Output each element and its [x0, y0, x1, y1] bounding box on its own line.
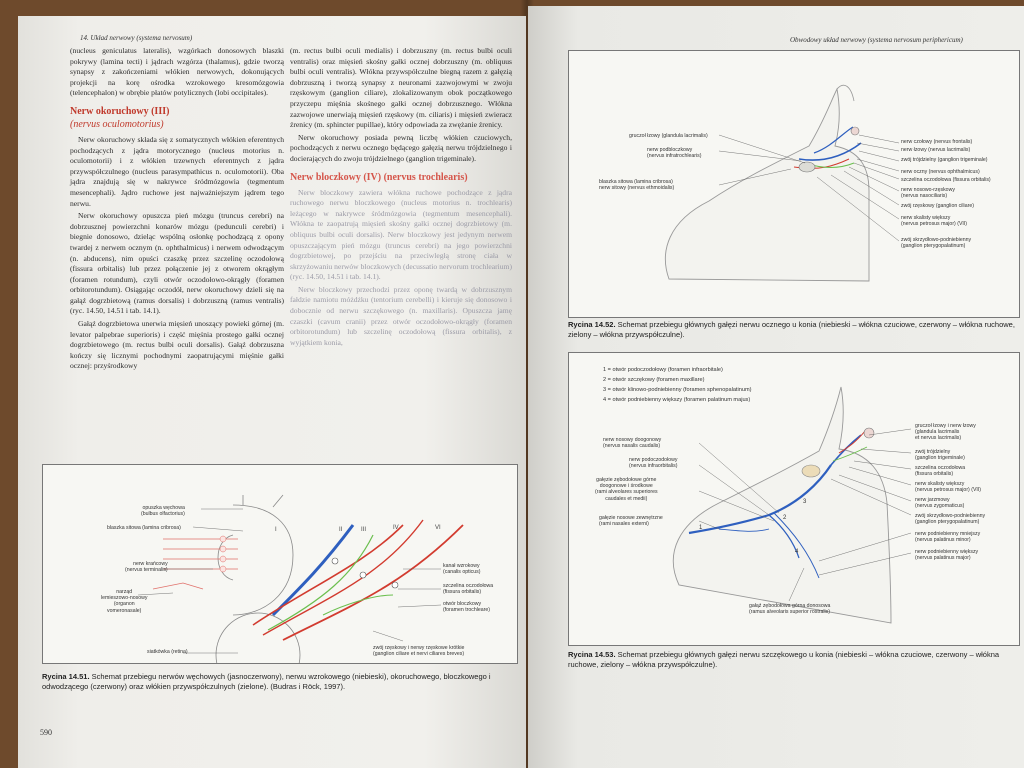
- label-orbital-fissure: szczelina oczodołowa (fissura orbitalis): [443, 583, 494, 596]
- label-zygomatic-nerve: nerw jarzmowy (nervus zygomaticus): [915, 497, 965, 510]
- legend-item: 1 = otwór podoczodołowy (foramen infraor…: [603, 367, 723, 373]
- label-external-nasal-branches: gałęzie nosowe zewnętrzne (rami nasales …: [599, 515, 663, 528]
- figure-14-51: I II III IV VI opuszka węchowa (bulbus o…: [42, 464, 518, 664]
- figure-14-53-drawing: 1 2 3 4: [672, 386, 912, 624]
- ophthalmic-nerve: [798, 142, 862, 161]
- label-cribriform-plate: blaszka sitowa (lamina cribrosa): [107, 525, 181, 531]
- label-greater-petrosal-nerve: nerw skalisty większy (nervus petrosus m…: [915, 481, 982, 494]
- horse-head-outline: [665, 87, 870, 282]
- figure-14-52-drawing: [665, 84, 900, 282]
- paragraph: Gałąź dogrzbietowa unerwia mięsień unosz…: [70, 319, 284, 371]
- label-lacrimal-gland-nerve: gruczoł łzowy i nerw łzowy (glandula lac…: [915, 423, 976, 442]
- label-trochlear-foramen: otwór bloczkowy (foramen trochleare): [443, 601, 490, 614]
- label-nasociliary-nerve: nerw nosowo-rzęskowy (nervus nasociliari…: [901, 187, 955, 200]
- caption-text: Schemat przebiegu głównych gałęzi nerwu …: [568, 650, 1000, 669]
- roman-label: III: [361, 527, 367, 533]
- figure-14-51-drawing: [137, 494, 464, 663]
- page-number: 590: [40, 728, 52, 737]
- label-optic-canal: kanał wzrokowy (canalis opticus): [443, 563, 481, 576]
- paragraph: Nerw okoruchowy posiada pewną liczbę włó…: [290, 132, 512, 163]
- label-ciliary-ganglion: zwój rzęskowy i nerwy rzęskowe krótkie (…: [373, 645, 465, 658]
- caption-14-52: Rycina 14.52. Schemat przebiegu głównych…: [568, 320, 1020, 340]
- foramen-number: 4: [795, 549, 799, 555]
- label-trigeminal-ganglion: zwój trójdzielny (ganglion trigeminale): [901, 157, 988, 163]
- label-ethmoidal-nerve: blaszka sitowa (lamina cribrosa) nerw si…: [599, 179, 675, 192]
- roman-label: IV: [393, 525, 399, 531]
- label-lacrimal-nerve: nerw łzowy (nervus lacrimalis): [901, 147, 971, 153]
- label-ophthalmic-nerve: nerw oczny (nervus ophthalmicus): [901, 169, 980, 175]
- paragraph: Nerw bloczkowy zawiera włókna ruchowe po…: [290, 187, 512, 282]
- label-ciliary-ganglion: zwój rzęskowy (ganglion ciliare): [901, 203, 974, 209]
- label-trigeminal-ganglion: zwój trójdzielny (ganglion trigeminale): [915, 449, 965, 462]
- label-greater-palatine-nerve: nerw podniebienny większy (nervus palati…: [915, 549, 979, 562]
- label-pterygopalatine-ganglion: zwój skrzydłowo-podniebienny (ganglion p…: [915, 513, 986, 526]
- label-olfactory-bulb: opuszka węchowa (bulbus olfactorius): [141, 505, 185, 518]
- label-frontal-nerve: nerw czołowy (nervus frontalis): [901, 139, 973, 145]
- label-caudal-nasal-nerve: nerw nosowy doogonowy (nervus nasalis ca…: [603, 437, 662, 450]
- left-page: 14. Układ nerwowy (systema nervosum) (nu…: [18, 16, 526, 768]
- right-page: Obwodowy układ nerwowy (systema nervosum…: [528, 6, 1024, 768]
- roman-label: II: [339, 527, 343, 533]
- figure-14-53: 1 2 3 4 1 = otwór podoczodołowy (foramen…: [568, 352, 1020, 646]
- label-caudal-middle-alveolar-branches: gałęzie zębodołowe górne doogonowe i śro…: [595, 477, 658, 502]
- left-column-2: (m. rectus bulbi oculi medialis) i dobrz…: [290, 46, 512, 350]
- legend-item: 3 = otwór klinowo-podniebienny (foramen …: [603, 387, 752, 393]
- caption-text: Schemat przebiegu głównych gałęzi nerwu …: [568, 320, 1015, 339]
- optic-nerve: [271, 524, 355, 617]
- paragraph: (m. rectus bulbi oculi medialis) i dobrz…: [290, 46, 512, 130]
- caption-text: Schemat przebiegu nerwów węchowych (jasn…: [42, 672, 491, 691]
- label-vomeronasal-organ: narząd lemieszowo-nosowy (organon vomero…: [101, 589, 148, 614]
- parasympathetic-fibers: [267, 534, 374, 631]
- label-pterygopalatine-ganglion: zwój skrzydłowo-podniebienny (ganglion p…: [901, 237, 972, 250]
- caption-number: Rycina 14.52.: [568, 320, 616, 329]
- label-terminal-nerve: nerw krańcowy (nervus terminalis): [125, 561, 168, 574]
- foramen-number: 3: [803, 499, 807, 505]
- foramen-number: 1: [699, 525, 703, 531]
- outline-eye: [215, 612, 301, 663]
- label-orbital-fissure: szczelina oczodołowa (fissura orbitalis): [901, 177, 991, 183]
- label-lesser-palatine-nerve: nerw podniebienny mniejszy (nervus palat…: [915, 531, 981, 544]
- legend-item: 4 = otwór podniebienny większy (foramen …: [603, 397, 751, 403]
- roman-label: VI: [435, 525, 441, 531]
- label-orbital-fissure: szczelina oczodołowa (fissura orbitalis): [915, 465, 966, 478]
- section-heading-oculomotor: Nerw okoruchowy (III) (nervus oculomotor…: [70, 105, 284, 131]
- foramen-number: 2: [783, 515, 787, 521]
- caption-number: Rycina 14.53.: [568, 650, 616, 659]
- caption-14-53: Rycina 14.53. Schemat przebiegu głównych…: [568, 650, 1020, 670]
- label-rostral-alveolar-branch: gałąź zębodołowa górna donosowa (ramus a…: [749, 603, 831, 616]
- abducens-nerve: [282, 524, 464, 641]
- label-greater-petrosal-nerve: nerw skalisty większy (nervus petrosus m…: [901, 215, 968, 228]
- olfactory-fibers: [163, 538, 238, 570]
- caption-number: Rycina 14.51.: [42, 672, 90, 681]
- paragraph: (nucleus geniculatus lateralis), wzgórka…: [70, 46, 284, 98]
- label-retina: siatkówka (retina): [147, 649, 188, 655]
- roman-label: I: [275, 527, 277, 533]
- horse-head-outline: [672, 386, 892, 624]
- left-column-1: (nucleus geniculatus lateralis), wzgórka…: [70, 46, 284, 374]
- figure-14-52: gruczoł łzowy (glandula lacrimalis) nerw…: [568, 50, 1020, 318]
- outline-brain: [232, 504, 294, 616]
- running-head-right: Obwodowy układ nerwowy (systema nervosum…: [790, 36, 963, 44]
- section-heading-trochlear: Nerw bloczkowy (IV) (nervus trochlearis): [290, 171, 468, 183]
- heading-latin: (nervus oculomotorius): [70, 118, 164, 130]
- paragraph: Nerw bloczkowy przechodzi przez oponę tw…: [290, 284, 512, 347]
- heading-polish: Nerw okoruchowy (III): [70, 105, 170, 117]
- caption-14-51: Rycina 14.51. Schemat przebiegu nerwów w…: [42, 672, 520, 692]
- paragraph: Nerw okoruchowy składa się z somatycznyc…: [70, 134, 284, 208]
- running-head-left: 14. Układ nerwowy (systema nervosum): [80, 34, 193, 42]
- trochlear-nerve: [262, 519, 424, 636]
- legend-item: 2 = otwór szczękowy (foramen maxillare): [603, 377, 705, 383]
- oculomotor-nerve: [252, 524, 404, 626]
- label-infraorbital-nerve: nerw podoczodołowy (nervus infraorbitali…: [629, 457, 678, 470]
- paragraph: Nerw okoruchowy opuszcza pień mózgu (tru…: [70, 211, 284, 316]
- label-lacrimal-gland: gruczoł łzowy (glandula lacrimalis): [629, 133, 708, 139]
- label-infratrochlear-nerve: nerw podbloczkowy (nervus infratrochlear…: [647, 147, 702, 160]
